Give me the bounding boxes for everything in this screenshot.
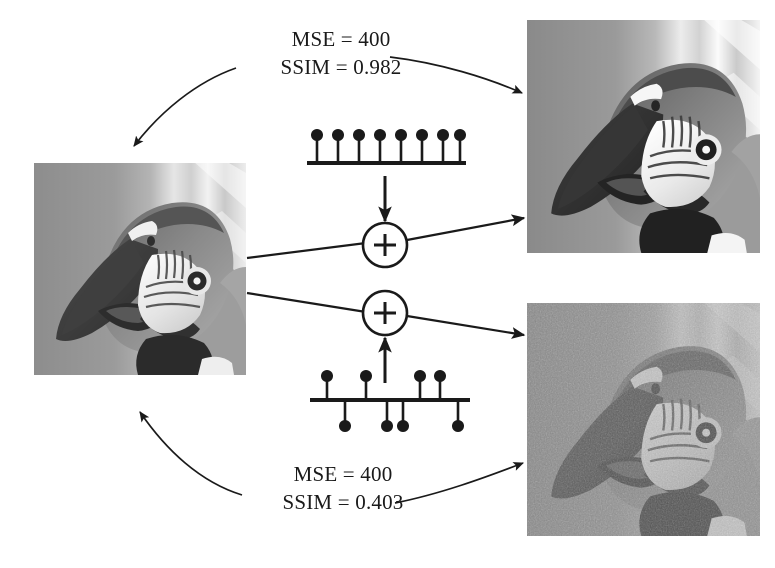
reference-parrot-image <box>34 163 246 375</box>
uniform-offset-stem-plot <box>307 129 466 165</box>
stem-markers-bottom <box>321 370 464 432</box>
noisy-parrot-image <box>527 303 760 536</box>
stem-markers-top <box>311 129 466 141</box>
arrow-bottom-label-to-reference <box>139 411 243 496</box>
random-noise-stem-plot <box>310 370 470 432</box>
stem-lines-top <box>315 137 462 163</box>
bottom-ssim-text: SSIM = 0.403 <box>282 489 404 514</box>
adder-top <box>361 221 409 269</box>
top-ssim-text: SSIM = 0.982 <box>280 54 402 79</box>
arrow-adder-bottom-to-bottom-output <box>406 314 526 339</box>
adder-bottom <box>361 289 409 337</box>
line-reference-to-adder-bottom <box>246 291 367 314</box>
top-metrics-label: MSE = 400 SSIM = 0.982 <box>246 26 436 81</box>
arrow-top-label-to-top-output <box>389 56 523 94</box>
bottom-mse-text: MSE = 400 <box>293 462 393 486</box>
noisy-parrot-art <box>527 303 760 536</box>
top-mse-text: MSE = 400 <box>291 27 391 51</box>
bottom-metrics-label: MSE = 400 SSIM = 0.403 <box>248 461 438 516</box>
arrow-adder-top-to-top-output <box>406 214 526 242</box>
contrast-changed-parrot-art <box>527 20 760 253</box>
line-reference-to-adder-top <box>246 241 367 260</box>
arrow-top-label-to-reference <box>133 67 237 147</box>
contrast-changed-parrot-image <box>527 20 760 253</box>
reference-parrot-art <box>34 163 246 375</box>
arrow-bottom-label-to-bottom-output <box>394 462 524 504</box>
